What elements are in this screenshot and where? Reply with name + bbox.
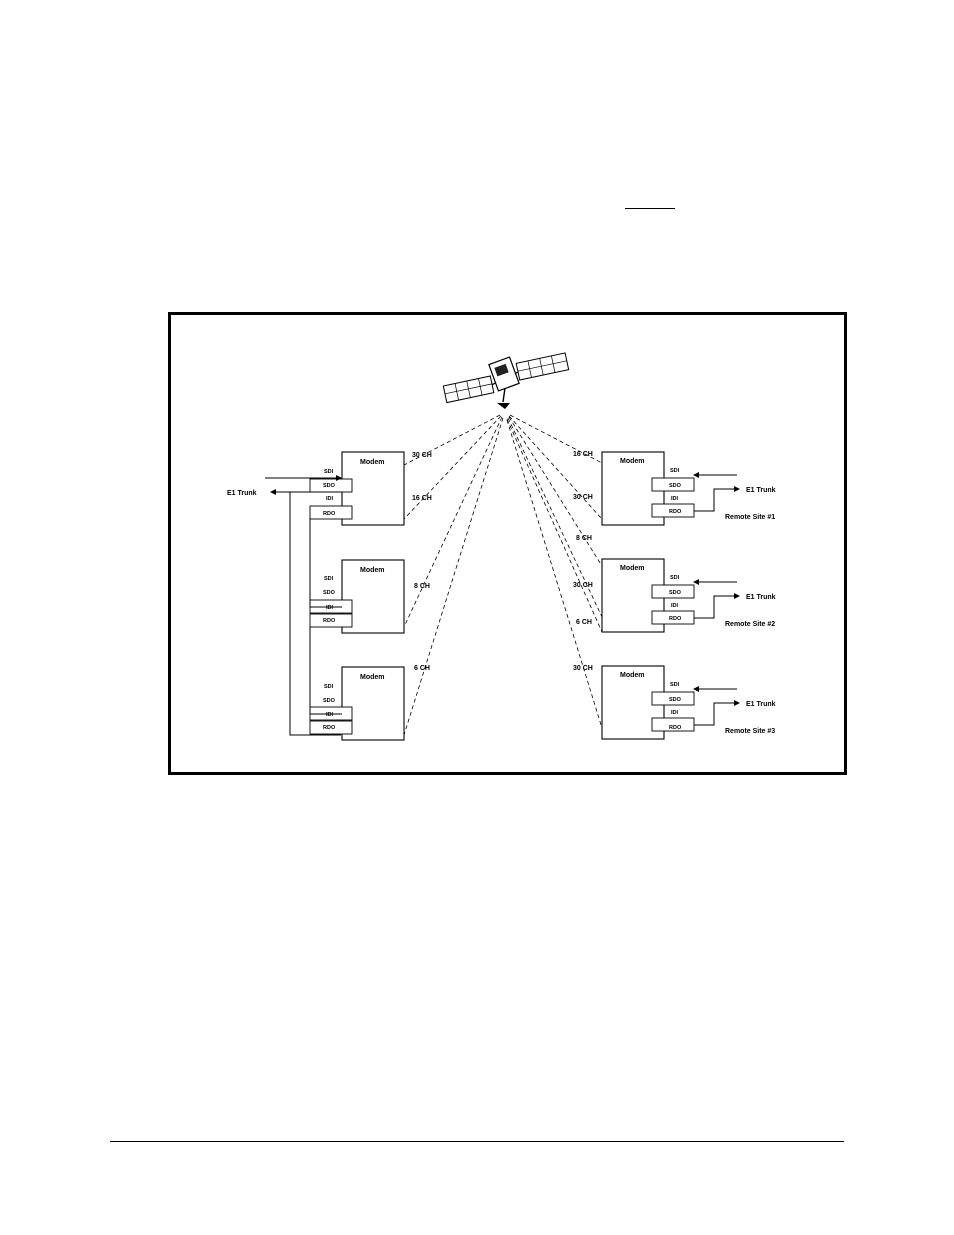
- pin-rdo: RDO: [669, 509, 682, 515]
- hub-modem-1: Modem SDI SDO IDI RDO: [309, 451, 405, 526]
- hub-modem-2: Modem SDI SDO IDI RDO: [309, 559, 405, 634]
- pin-rdo: RDO: [323, 618, 336, 624]
- middle-link-label: 8 CH: [576, 535, 592, 542]
- pin-sdo: SDO: [669, 590, 682, 596]
- pin-idi: IDI: [671, 603, 679, 609]
- pin-idi: IDI: [671, 496, 679, 502]
- pin-rdo: RDO: [323, 725, 336, 731]
- modem-title: Modem: [620, 458, 645, 465]
- header-rule: [625, 208, 675, 209]
- modem-title: Modem: [360, 459, 385, 466]
- remote-1-trunk-label: E1 Trunk: [746, 487, 776, 494]
- remote-1-rx: 30 CH: [573, 494, 593, 501]
- remote-3-trunk-label: E1 Trunk: [746, 701, 776, 708]
- pin-sdo: SDO: [323, 698, 336, 704]
- pin-sdo: SDO: [669, 697, 682, 703]
- pin-sdo: SDO: [323, 590, 336, 596]
- hub-link-2-tx: 8 CH: [414, 583, 430, 590]
- pin-sdo: SDO: [323, 483, 336, 489]
- hub-e1-trunk-label: E1 Trunk: [227, 490, 257, 497]
- pin-sdi: SDI: [324, 576, 334, 582]
- pin-sdi: SDI: [670, 575, 680, 581]
- hub-link-3-tx: 6 CH: [414, 665, 430, 672]
- pin-idi: IDI: [326, 496, 334, 502]
- hub-link-1-tx: 30 CH: [412, 452, 432, 459]
- remote-3-site-label: Remote Site #3: [725, 728, 775, 735]
- satellite-links: [403, 414, 603, 736]
- hub-modem-3: Modem SDI SDO IDI RDO: [309, 666, 405, 741]
- remote-modem-3: Modem SDI SDO IDI RDO: [601, 665, 695, 740]
- pin-idi: IDI: [326, 712, 334, 718]
- pin-sdi: SDI: [324, 469, 334, 475]
- modem-title: Modem: [360, 567, 385, 574]
- figure-frame: [168, 312, 847, 775]
- pin-sdi: SDI: [670, 468, 680, 474]
- modem-title: Modem: [360, 674, 385, 681]
- remote-wiring: [693, 472, 740, 726]
- hub-wiring: [265, 475, 342, 736]
- remote-1-site-label: Remote Site #1: [725, 514, 775, 521]
- remote-2-site-label: Remote Site #2: [725, 621, 775, 628]
- remote-modem-2: Modem SDI SDO IDI RDO: [601, 558, 695, 633]
- modem-title: Modem: [620, 565, 645, 572]
- pin-idi: IDI: [671, 710, 679, 716]
- pin-sdi: SDI: [670, 682, 680, 688]
- pin-idi: IDI: [326, 605, 334, 611]
- pin-rdo: RDO: [669, 616, 682, 622]
- remote-3-tx: 30 CH: [573, 665, 593, 672]
- hub-link-1-rx: 16 CH: [412, 495, 432, 502]
- remote-2-trunk-label: E1 Trunk: [746, 594, 776, 601]
- pin-rdo: RDO: [669, 725, 682, 731]
- remote-modem-1: Modem SDI SDO IDI RDO: [601, 451, 695, 526]
- footer-rule: [110, 1141, 844, 1142]
- pin-sdo: SDO: [669, 483, 682, 489]
- remote-1-tx: 16 CH: [573, 451, 593, 458]
- pin-sdi: SDI: [324, 684, 334, 690]
- remote-2-rx: 6 CH: [576, 619, 592, 626]
- remote-2-tx: 30 CH: [573, 582, 593, 589]
- satellite-icon: [442, 352, 570, 409]
- pin-rdo: RDO: [323, 511, 336, 517]
- modem-title: Modem: [620, 672, 645, 679]
